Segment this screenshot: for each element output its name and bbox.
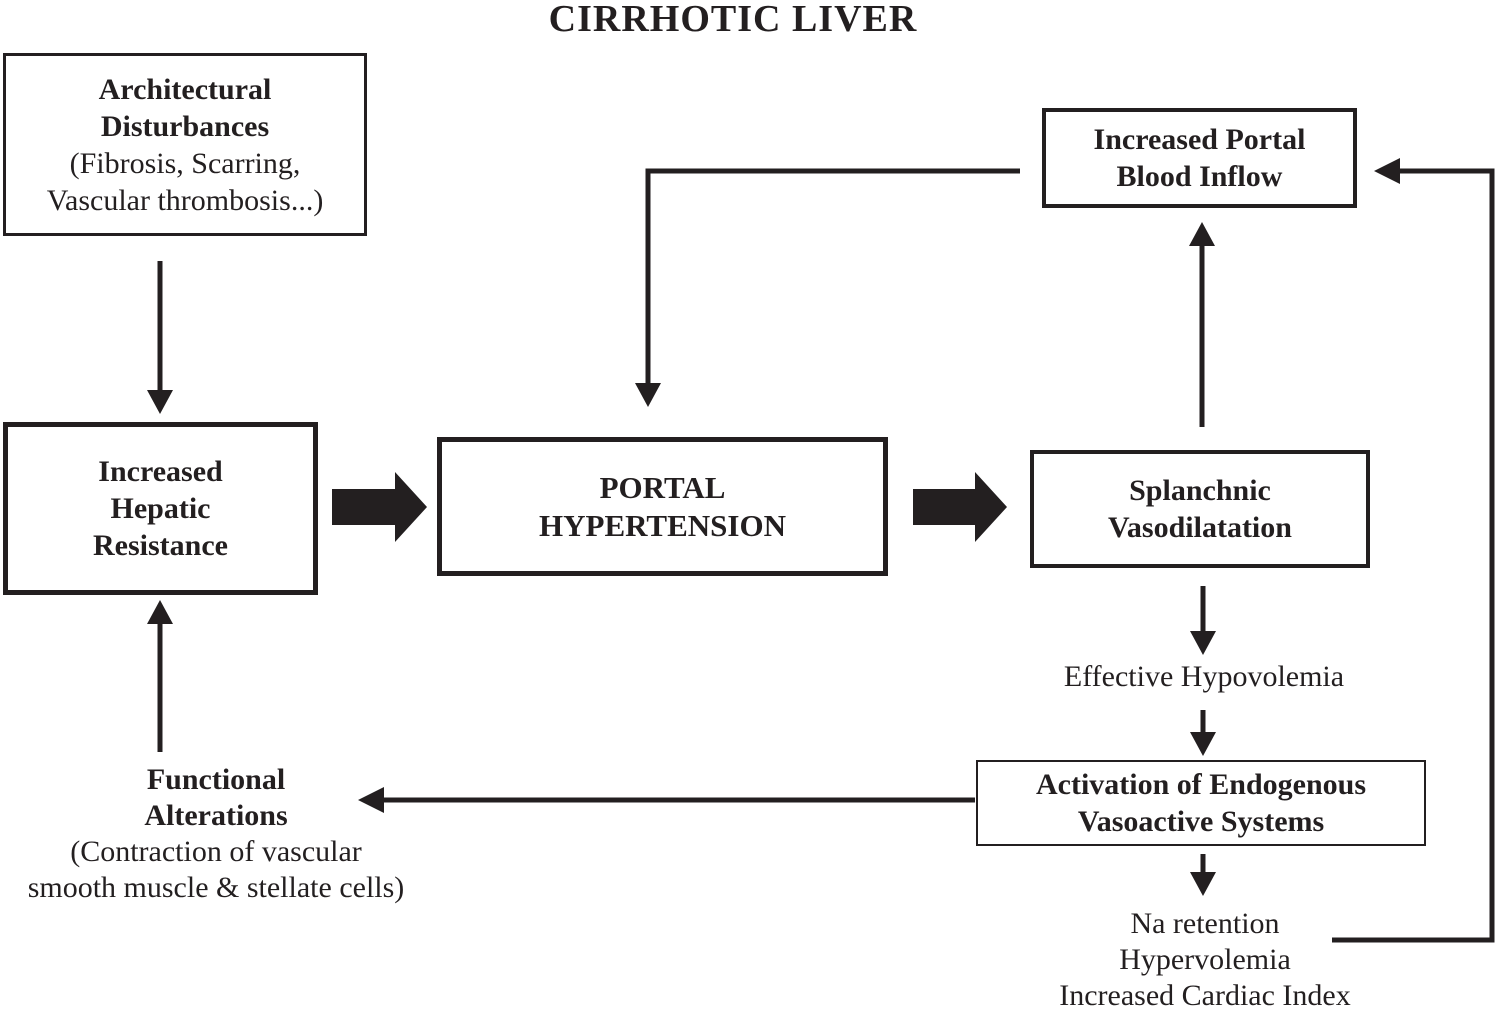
node-line: Disturbances [100,109,270,143]
label-effective-hypovolemia: Effective Hypovolemia [1004,658,1404,695]
block-arrow-hepatic-to-portal [332,472,427,542]
node-architectural-disturbances: Architectural Disturbances (Fibrosis, Sc… [3,53,367,236]
node-line: Resistance [93,529,228,562]
label-line: smooth muscle & stellate cells) [27,871,405,904]
node-increased-hepatic-resistance: Increased Hepatic Resistance [3,422,318,595]
block-arrow-portal-to-splanchnic [913,472,1007,542]
node-activation-endogenous-vasoactive-systems: Activation of Endogenous Vasoactive Syst… [976,760,1426,846]
node-increased-portal-blood-inflow: Increased Portal Blood Inflow [1042,108,1357,208]
node-line: Vasodilatation [1108,511,1292,544]
label-line: Increased Cardiac Index [1059,979,1351,1011]
label-line: Na retention [1130,907,1280,940]
label-line: Effective Hypovolemia [1063,660,1345,693]
label-line: Functional [146,763,286,796]
node-portal-hypertension: PORTAL HYPERTENSION [437,437,888,576]
node-line: Hepatic [110,492,211,525]
node-line: Vasoactive Systems [1077,805,1325,838]
node-line: Increased [98,455,223,488]
arrow-architectural-to-hepatic [147,261,173,414]
label-line: Hypervolemia [1119,943,1291,976]
node-line: Increased Portal [1093,123,1306,156]
arrow-inflow-to-portal-hypertension [635,168,1020,407]
node-line: Vascular thrombosis...) [46,183,324,217]
node-line: Splanchnic [1129,474,1271,507]
node-line: Architectural [98,72,272,106]
arrow-splanchnic-to-inflow [1189,222,1215,427]
diagram-title: CIRRHOTIC LIVER [548,0,918,40]
node-splanchnic-vasodilatation: Splanchnic Vasodilatation [1030,450,1370,568]
label-na-retention-group: Na retention Hypervolemia Increased Card… [1005,906,1405,1011]
node-line: Activation of Endogenous [1035,768,1367,801]
node-line: (Fibrosis, Scarring, [69,146,301,180]
arrow-functional-to-hepatic [147,600,173,752]
arrow-activation-to-functional [358,787,975,813]
label-line: Alterations [144,799,288,832]
arrow-hypovolemia-to-activation [1190,710,1216,756]
node-line: Blood Inflow [1116,160,1283,193]
arrow-activation-to-na-retention [1190,854,1216,896]
node-line: PORTAL [599,469,726,505]
node-line: HYPERTENSION [539,507,786,543]
arrow-splanchnic-to-hypovolemia [1190,586,1216,655]
arrow-na-feedback-to-inflow [1332,158,1495,943]
label-functional-alterations: Functional Alterations (Contraction of v… [0,762,432,906]
label-line: (Contraction of vascular [70,835,362,868]
